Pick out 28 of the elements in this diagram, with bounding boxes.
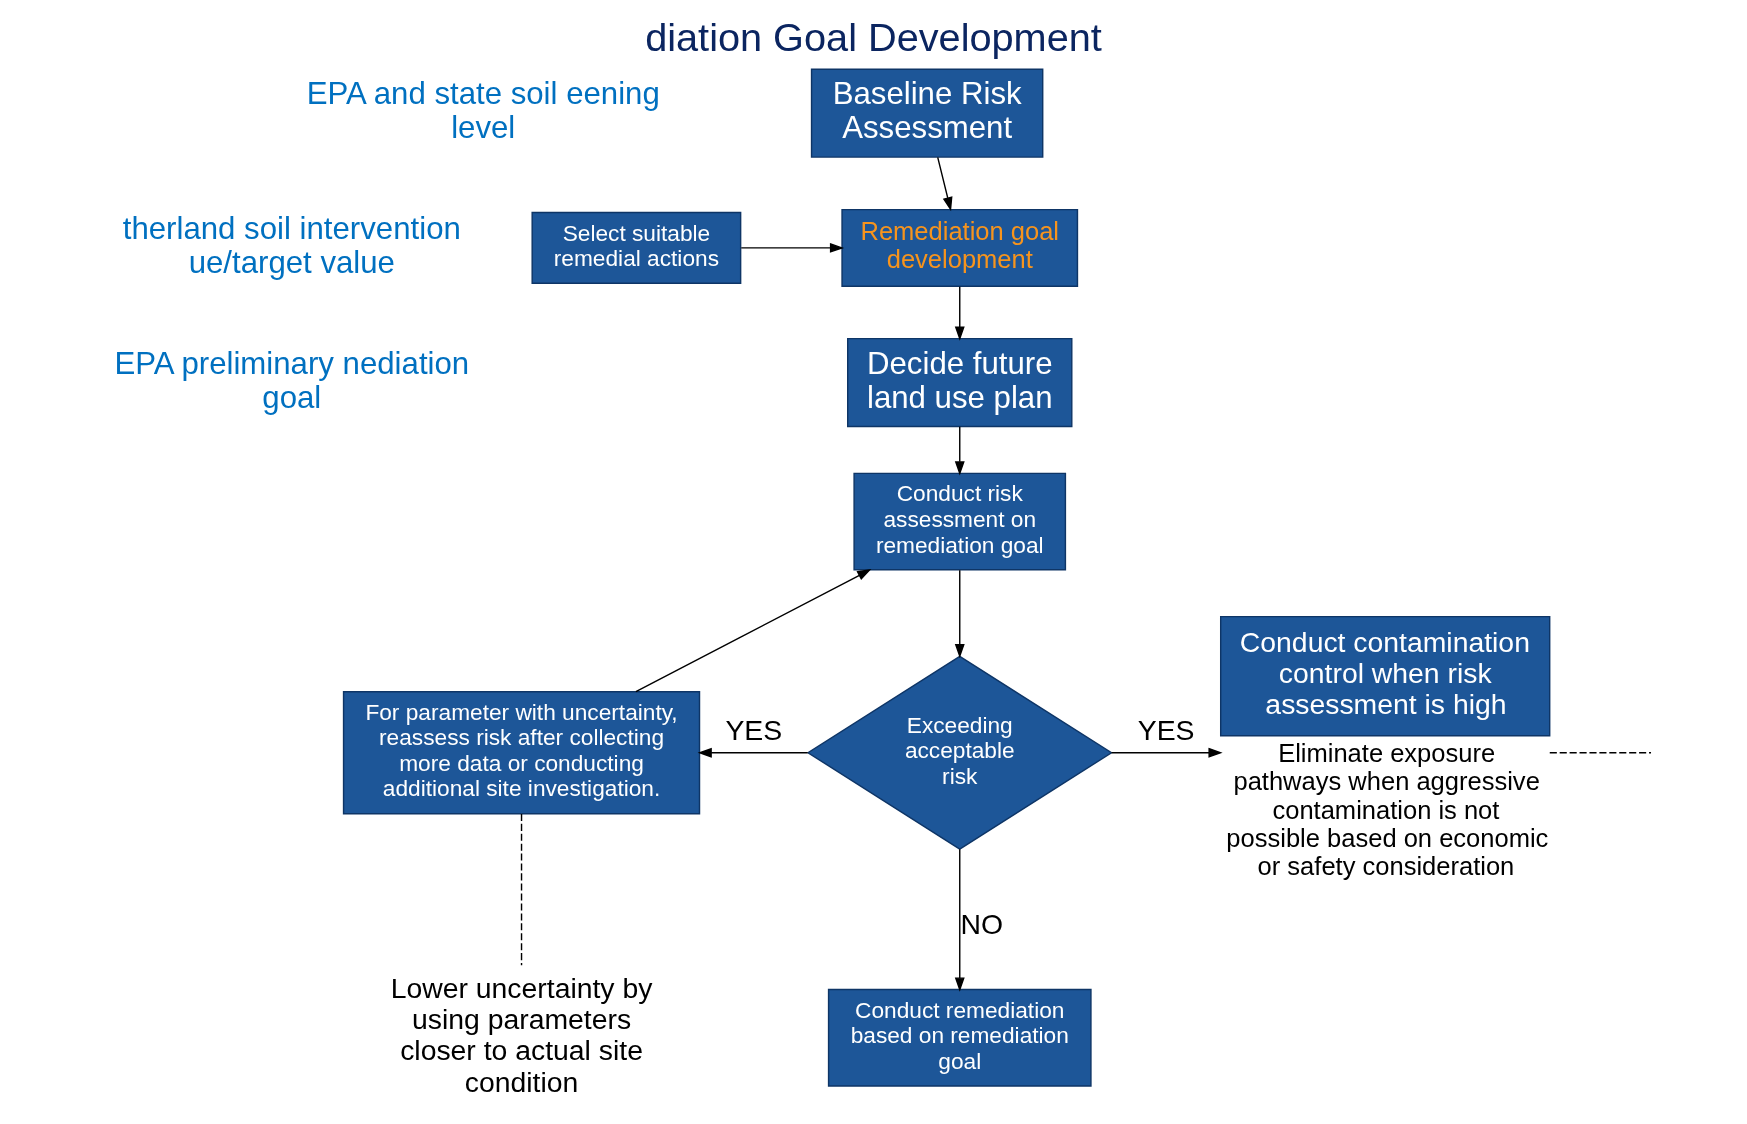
arrow: [954, 286, 965, 341]
connector: [1549, 752, 1652, 754]
node-box: For parameter with uncertainty, reassess risk after collecting more data or conducting additional site investigation.: [342, 691, 701, 815]
node-box: Conduct remediation based on remediation goal: [827, 988, 1092, 1087]
connector: [520, 813, 523, 966]
node-box: Baseline Risk Assessment: [810, 68, 1044, 158]
node-box: Select suitable remedial actions: [531, 211, 742, 285]
node-diamond: Exceeding acceptable risk: [806, 655, 1113, 851]
arrow: [1110, 747, 1223, 758]
label: EPA and state soil eening level: [306, 76, 660, 146]
arrow: [937, 156, 953, 212]
arrow: [697, 747, 809, 758]
diagram-title: diation Goal Development: [645, 15, 1102, 60]
arrow: [954, 848, 965, 992]
node-text: Lower uncertainty by using parameters closer to actual site condition: [390, 972, 653, 1098]
arrow: [740, 242, 845, 253]
edge-label: YES: [725, 713, 783, 746]
node-box: Remediation goal development: [841, 208, 1079, 287]
edge-label: YES: [1137, 713, 1195, 746]
node-label: Eliminate exposure pathways when aggressive contamination is not possible based on economic or safety consideration: [1226, 738, 1549, 881]
label: EPA preliminary nediation goal: [114, 345, 470, 415]
arrow: [954, 426, 965, 476]
arrow: [954, 569, 965, 659]
node-box: Conduct risk assessment on remediation goal: [853, 472, 1067, 571]
arrow: [635, 569, 872, 693]
label: therland soil intervention ue/target value: [122, 210, 461, 280]
edge-label: NO: [960, 908, 1004, 941]
node-box: Decide future land use plan: [847, 337, 1073, 428]
